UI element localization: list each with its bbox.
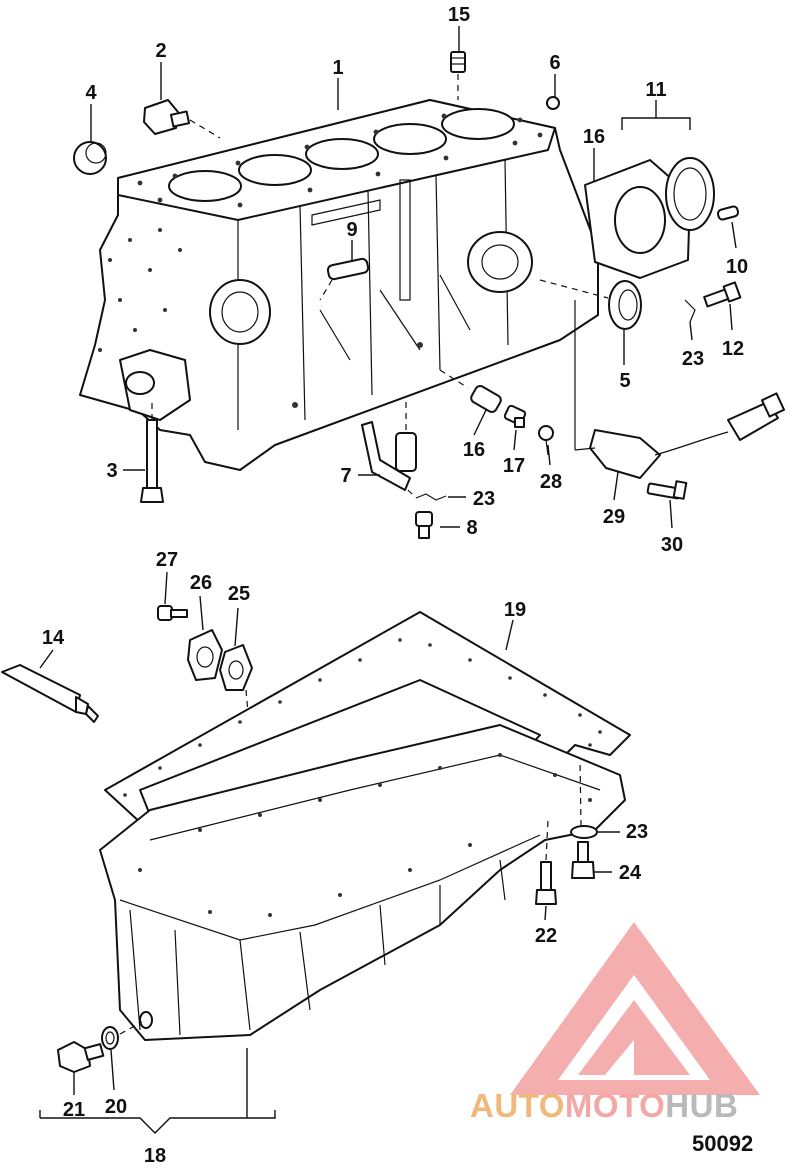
watermark-part-1: AUTO bbox=[470, 1087, 565, 1124]
callout-6: 6 bbox=[549, 52, 560, 74]
callout-25: 25 bbox=[228, 583, 250, 605]
bolt-part-8 bbox=[415, 511, 433, 539]
callout-12: 12 bbox=[722, 338, 744, 360]
callout-19: 19 bbox=[504, 599, 526, 621]
callout-7: 7 bbox=[340, 465, 351, 487]
callout-16a: 16 bbox=[583, 126, 605, 148]
callout-10: 10 bbox=[726, 256, 748, 278]
watermark-text: AUTOMOTOHUB bbox=[470, 1087, 738, 1125]
plug-part-2 bbox=[143, 99, 221, 139]
callout-23c: 23 bbox=[626, 821, 648, 843]
bolt-part-30 bbox=[646, 480, 688, 500]
plug-part-15 bbox=[450, 51, 466, 100]
flange-part-11 bbox=[584, 157, 715, 279]
sensor-part-16b bbox=[439, 369, 502, 413]
callout-8: 8 bbox=[466, 517, 477, 539]
engine-block bbox=[79, 99, 599, 471]
callout-29: 29 bbox=[603, 506, 625, 528]
watermark-logo-icon bbox=[510, 922, 760, 1095]
seal-part-5 bbox=[539, 279, 642, 330]
sender-part-17 bbox=[503, 404, 527, 428]
callout-17: 17 bbox=[503, 455, 525, 477]
callout-24: 24 bbox=[619, 862, 642, 884]
drawing-number: 50092 bbox=[692, 1131, 754, 1156]
callout-1: 1 bbox=[332, 57, 343, 79]
cover-part-26 bbox=[187, 629, 223, 681]
callout-labels: 1 2 3 4 5 6 7 8 9 10 11 12 14 15 16 16 1… bbox=[42, 4, 748, 1167]
callout-18: 18 bbox=[144, 1145, 166, 1167]
callout-5: 5 bbox=[619, 370, 630, 392]
callout-4: 4 bbox=[85, 82, 97, 104]
cup-plug-part-4 bbox=[73, 141, 107, 175]
callout-30: 30 bbox=[661, 534, 683, 556]
callout-26: 26 bbox=[190, 572, 212, 594]
callout-15: 15 bbox=[448, 4, 470, 26]
watermark-part-3: HUB bbox=[665, 1087, 739, 1124]
callout-23b: 23 bbox=[682, 348, 704, 370]
drain-plug-part-21 bbox=[57, 1041, 105, 1073]
callout-3: 3 bbox=[106, 460, 117, 482]
callout-21: 21 bbox=[63, 1099, 85, 1121]
callout-14: 14 bbox=[42, 627, 65, 649]
crank-sensor-part-29 bbox=[574, 300, 786, 479]
bolt-part-3 bbox=[140, 398, 164, 503]
watermark-part-2: MOTO bbox=[564, 1087, 666, 1124]
callout-11: 11 bbox=[645, 79, 666, 101]
bolt-part-12 bbox=[684, 281, 742, 323]
bolt-part-27 bbox=[157, 605, 188, 621]
clip-part-23a bbox=[407, 489, 447, 501]
oil-jet-part-7 bbox=[361, 398, 417, 491]
washer-part-20 bbox=[101, 1021, 143, 1050]
callout-9: 9 bbox=[346, 219, 357, 241]
bolt-part-22 bbox=[535, 819, 557, 905]
callout-23a: 23 bbox=[473, 488, 495, 510]
callout-27: 27 bbox=[156, 549, 178, 571]
leader-lines bbox=[39, 26, 737, 1134]
callout-28: 28 bbox=[540, 471, 562, 493]
sealant-tube-part-14 bbox=[1, 664, 99, 723]
screw-part-28 bbox=[538, 425, 554, 456]
callout-2: 2 bbox=[155, 40, 166, 62]
plug-part-10 bbox=[716, 205, 740, 221]
dowel-part-9 bbox=[319, 257, 370, 301]
callout-16b: 16 bbox=[463, 439, 485, 461]
oil-pan-part-18 bbox=[99, 724, 626, 1041]
washer-part-23c bbox=[570, 759, 598, 839]
plug-part-6 bbox=[546, 96, 560, 110]
callout-20: 20 bbox=[105, 1096, 127, 1118]
bolt-part-24 bbox=[571, 841, 595, 879]
callout-22: 22 bbox=[535, 925, 557, 947]
